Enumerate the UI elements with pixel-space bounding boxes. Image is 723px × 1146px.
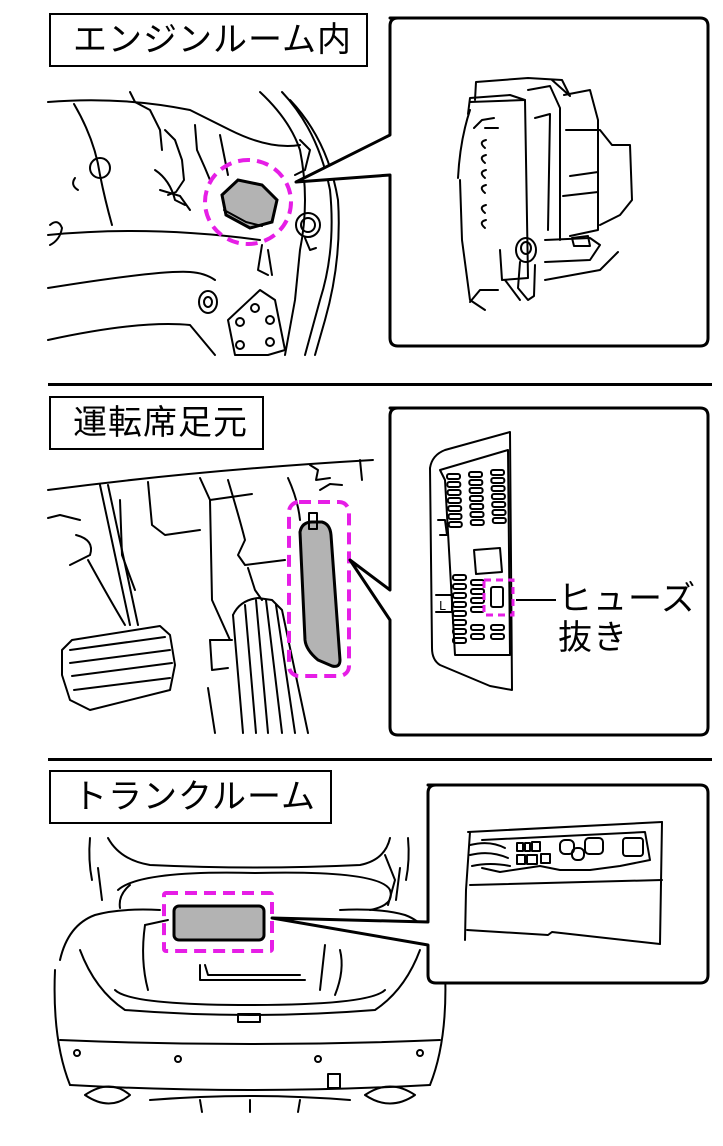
section-divider: [48, 383, 712, 386]
fuse-slot: [452, 628, 467, 635]
section-title-engine-room: エンジンルーム内: [49, 13, 368, 67]
fuse-slot: [446, 489, 462, 496]
fuse-slot: [452, 637, 467, 644]
section-title-driver-footwell: 運転席足元: [49, 396, 264, 450]
fuse-puller-highlight: [482, 578, 515, 617]
fuse-slot: [452, 574, 467, 581]
fuse-slot: [469, 519, 485, 526]
fuse-slot: [452, 583, 467, 590]
fuse-slot: [491, 509, 507, 516]
fuse-slot: [469, 503, 485, 510]
fuse-slot: [470, 633, 485, 640]
trunk-highlight-box: [162, 891, 274, 953]
fuse-slot: [490, 485, 506, 492]
fuse-slot: [468, 495, 484, 502]
fuse-slot: [490, 493, 506, 500]
fuse-slot: [490, 624, 505, 631]
fuse-block-l-marker: L: [439, 599, 446, 613]
fuse-slot: [446, 473, 461, 480]
engine-bay-drawing: [47, 91, 340, 356]
section-engine-room: エンジンルーム内: [0, 0, 723, 380]
engine-highlight-circle: [203, 158, 293, 246]
engine-fuse-relay-block-detail: [457, 77, 633, 311]
fuse-slot: [446, 481, 462, 488]
fuse-slot: [452, 619, 467, 626]
fuse-slot: [490, 633, 505, 640]
fuse-slot: [447, 521, 463, 528]
footwell-highlight-box: [287, 500, 351, 678]
fuse-slot: [447, 513, 463, 520]
fuse-slot: [491, 501, 507, 508]
fuse-block-open-slot: [473, 547, 503, 575]
fuse-slot: [468, 471, 483, 478]
fuse-slot: [470, 624, 485, 631]
driver-footwell-illustration: L: [47, 406, 710, 737]
fuse-slot: [447, 505, 463, 512]
section-title-trunk: トランクルーム: [49, 770, 332, 824]
fuse-slot: [452, 601, 467, 608]
section-divider: [48, 758, 712, 761]
fuse-slot: [469, 511, 485, 518]
fuse-slot: [470, 597, 485, 604]
fuse-puller-label: ヒューズ 抜き: [558, 579, 697, 659]
fuse-slot: [468, 479, 484, 486]
engine-fuse-box-cover: [220, 178, 279, 230]
trunk-fuse-block-detail: [464, 821, 663, 945]
engine-room-illustration: [47, 16, 710, 356]
fuse-slot: [491, 517, 507, 524]
fuse-slot: [468, 487, 484, 494]
section-driver-footwell: 運転席足元: [47, 396, 710, 737]
fuse-puller: [490, 586, 504, 608]
fuse-puller-label-line1: ヒューズ: [558, 579, 697, 619]
footwell-drawing: [47, 459, 374, 734]
fuse-slot: [490, 469, 505, 476]
footwell-fuse-panel-cover: [298, 512, 342, 668]
fuse-slots: [446, 469, 507, 644]
fuse-slot: [452, 610, 467, 617]
fuse-slot: [490, 477, 506, 484]
trunk-car-drawing: [53, 837, 447, 1113]
trunk-fuse-box-cover: [172, 904, 266, 942]
fuse-slot: [470, 588, 485, 595]
footwell-callout-bubble: [348, 406, 710, 737]
fuse-slot: [446, 497, 462, 504]
fuse-puller-label-line2: 抜き: [558, 618, 628, 659]
fuse-slot: [452, 592, 467, 599]
footwell-fuse-block-detail: L: [429, 431, 513, 691]
